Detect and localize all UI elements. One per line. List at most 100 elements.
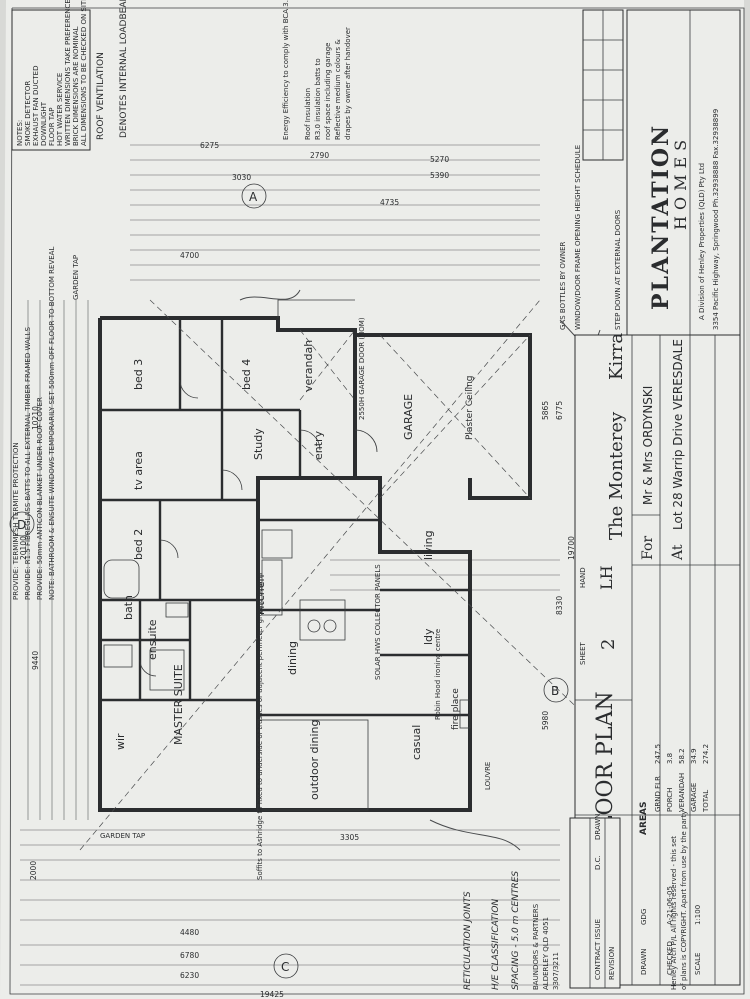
dim-3030: 3030 [232, 173, 251, 182]
svg-text:5390: 5390 [430, 171, 449, 180]
svg-text:TOTAL: TOTAL [702, 790, 710, 813]
svg-text:Study: Study [252, 428, 265, 460]
dim-5390: 5390 [430, 171, 449, 180]
svg-text:The Monterey: The Monterey [606, 411, 627, 540]
svg-text:A Division of Henley Propertie: A Division of Henley Properties (QLD) Pt… [698, 163, 706, 320]
room-study: Study [252, 428, 265, 460]
areas-table: GRND FLR 247.5 PORCH 3.8 VERANDAH 58.2 G… [654, 744, 710, 813]
gas-bottles-note: GAS BOTTLES BY OWNER [559, 241, 567, 330]
svg-text:GARDEN TAP: GARDEN TAP [100, 832, 145, 840]
svg-text:1:100: 1:100 [694, 905, 702, 925]
svg-text:SPACING - 5.0 m CENTRES: SPACING - 5.0 m CENTRES [511, 871, 521, 990]
svg-text:A-21-06-05: A-21-06-05 [666, 886, 674, 925]
svg-text:EXHAUST FAN DUCTED: EXHAUST FAN DUCTED [32, 66, 40, 146]
svg-text:A: A [249, 190, 258, 204]
dim-9440: 9440 [31, 651, 40, 670]
kitchen-fixtures [261, 529, 346, 641]
room-garage: GARAGE [402, 394, 415, 440]
svg-text:DOWNLIGHT: DOWNLIGHT [40, 101, 48, 146]
svg-text:274.2: 274.2 [702, 744, 710, 764]
svg-text:GARDEN TAP: GARDEN TAP [72, 255, 80, 300]
svg-text:of plans is COPYRIGHT. Apart f: of plans is COPYRIGHT. Apart from use by… [680, 810, 688, 990]
svg-text:6230: 6230 [180, 971, 199, 980]
svg-text:10210: 10210 [31, 406, 40, 430]
svg-text:SHEET: SHEET [579, 641, 587, 665]
door-swings [139, 379, 378, 677]
room-bed4: bed 4 [240, 359, 253, 390]
svg-text:MASTER SUITE: MASTER SUITE [172, 664, 185, 745]
svg-text:LH: LH [597, 565, 616, 590]
svg-text:R3.0 insulation batts to: R3.0 insulation batts to [314, 58, 322, 140]
svg-text:drapes by owner after handover: drapes by owner after handover [344, 27, 352, 140]
svg-text:bath: bath [122, 595, 135, 620]
garage-door-label: 2550H GARAGE DOOR (NOM) [358, 317, 366, 420]
dim-3305: 3305 [340, 833, 359, 842]
dim-4735: 4735 [380, 198, 399, 207]
svg-text:LOUVRE: LOUVRE [484, 762, 492, 790]
revision-block [569, 817, 621, 989]
svg-text:3354 Pacific Highway, Springwo: 3354 Pacific Highway, Springwood Ph.3293… [712, 109, 720, 330]
room-dining: dining [286, 641, 299, 675]
svg-text:2550H GARAGE DOOR (NOM): 2550H GARAGE DOOR (NOM) [358, 317, 366, 420]
svg-text:bed 3: bed 3 [132, 359, 145, 390]
classification-note: H/E CLASSIFICATION [491, 899, 501, 990]
areas-label: AREAS [639, 802, 649, 836]
grid-marker-d: D [9, 511, 35, 537]
svg-text:GRND FLR: GRND FLR [654, 776, 662, 812]
svg-text:5270: 5270 [430, 155, 449, 164]
grid-marker-b: B [543, 677, 569, 703]
svg-text:DENOTES INTERNAL LOADBEARING W: DENOTES INTERNAL LOADBEARING WALL [119, 0, 129, 138]
svg-text:9440: 9440 [31, 651, 40, 670]
checked-row: CHECKED A-21-06-05 [666, 886, 674, 975]
svg-text:Reflective medium colours &: Reflective medium colours & [334, 39, 342, 140]
room-bed2: bed 2 [132, 529, 145, 560]
svg-text:bed 4: bed 4 [240, 359, 253, 390]
svg-text:GDG: GDG [640, 909, 648, 925]
step-down-note: STEP DOWN AT EXTERNAL DOORS [614, 209, 622, 330]
svg-text:20100: 20100 [19, 536, 28, 560]
dim-4700: 4700 [180, 251, 199, 260]
svg-text:C: C [281, 960, 289, 974]
svg-text:3307/3211: 3307/3211 [552, 952, 560, 990]
svg-text:Mr & Mrs ORDYNSKI: Mr & Mrs ORDYNSKI [641, 386, 655, 505]
svg-text:PROVIDE: TERMIMESH TERMITE PRO: PROVIDE: TERMIMESH TERMITE PROTECTION [12, 442, 20, 600]
client-name: Mr & Mrs ORDYNSKI [641, 386, 655, 505]
svg-text:Kirra: Kirra [606, 333, 627, 380]
svg-text:tv area: tv area [132, 451, 145, 490]
window-schedule-table [582, 9, 624, 161]
svg-text:CONTRACT ISSUE: CONTRACT ISSUE [594, 919, 602, 980]
svg-text:Lot 28 Warrip Drive VERESDALE: Lot 28 Warrip Drive VERESDALE [671, 339, 685, 530]
svg-text:verandah: verandah [302, 340, 315, 392]
scale-row: SCALE 1:100 [694, 905, 702, 975]
room-master-suite: MASTER SUITE [172, 664, 185, 745]
dim-10210: 10210 [31, 406, 40, 430]
room-outdoor-dining: outdoor dining [308, 720, 321, 801]
revision-labels: CONTRACT ISSUE REVISION D.C. DRAWN [594, 813, 616, 980]
spacing-note: SPACING - 5.0 m CENTRES [511, 871, 521, 990]
grid-marker-c: C [273, 953, 299, 979]
room-plaster-ceiling: Plaster Ceiling [465, 376, 475, 441]
svg-text:19425: 19425 [260, 990, 284, 999]
svg-text:ldy: ldy [422, 628, 435, 645]
svg-text:ALDERLEY QLD 4051: ALDERLEY QLD 4051 [542, 917, 550, 990]
dimension-lines [20, 144, 560, 986]
svg-text:8330: 8330 [555, 596, 564, 615]
room-fire-place: fire place [451, 688, 461, 730]
dim-6775: 6775 [555, 401, 564, 420]
svg-text:Robin Hood ironing centre: Robin Hood ironing centre [434, 629, 442, 720]
facade-name: Kirra [606, 333, 627, 380]
sheet-label: SHEET [579, 641, 587, 665]
louvre-label: LOUVRE [484, 762, 492, 790]
svg-text:AREAS: AREAS [639, 802, 649, 836]
svg-text:At: At [670, 544, 686, 561]
svg-text:ROOF VENTILATION: ROOF VENTILATION [96, 52, 106, 140]
roof-ventilation-note: ROOF VENTILATION [96, 52, 106, 140]
svg-text:SMOKE DETECTOR: SMOKE DETECTOR [24, 81, 32, 146]
svg-text:RETICULATION JOINTS: RETICULATION JOINTS [463, 891, 473, 990]
svg-text:fire place: fire place [451, 688, 461, 730]
room-verandah: verandah [302, 340, 315, 392]
svg-text:3305: 3305 [340, 833, 359, 842]
svg-text:GARAGE: GARAGE [402, 394, 415, 440]
building-outline [98, 316, 532, 812]
